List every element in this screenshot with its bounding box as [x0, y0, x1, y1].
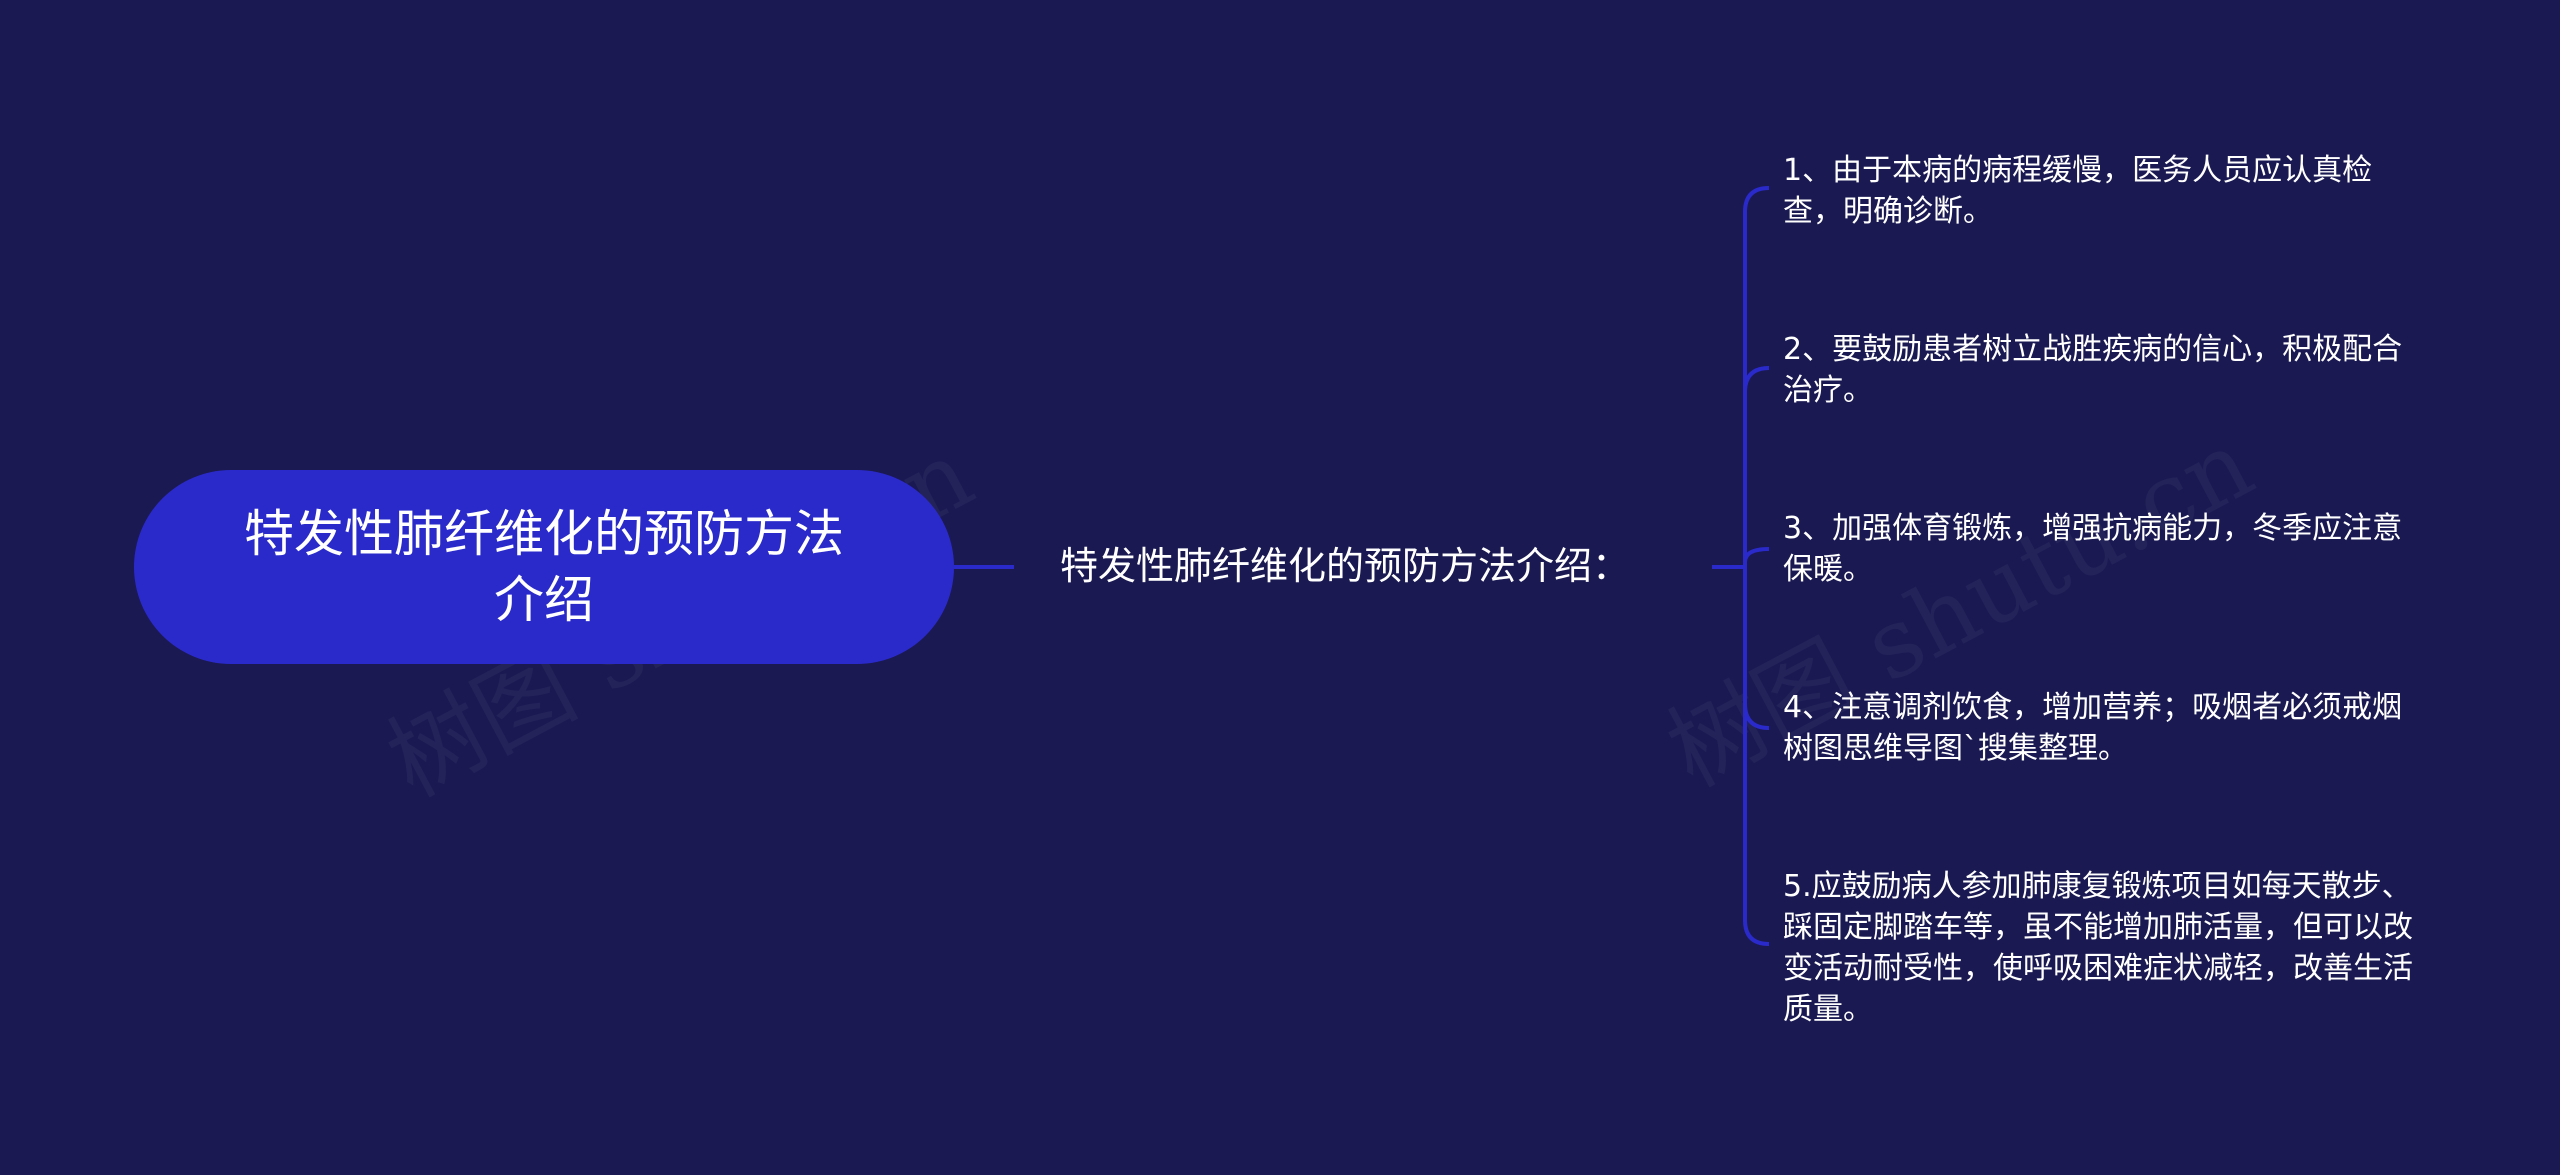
leaf-connector-1	[1743, 186, 1770, 567]
leaf-connector-2	[1743, 366, 1770, 567]
leaf-topic-node[interactable]: 1、由于本病的病程缓慢，医务人员应认真检查，明确诊断。	[1783, 153, 2373, 229]
root-topic-node[interactable]: 特发性肺纤维化的预防方法介绍	[134, 470, 954, 664]
leaf-topic-node[interactable]: 5.应鼓励病人参加肺康复锻炼项目如每天散步、踩固定脚踏车等，虽不能增加肺活量，但…	[1783, 869, 2413, 1027]
leaf-connector-5	[1743, 567, 1770, 946]
leaf-topic-node[interactable]: 3、加强体育锻炼，增强抗病能力，冬季应注意保暖。	[1783, 511, 2403, 587]
leaf-topic-node[interactable]: 4、注意调剂饮食，增加营养；吸烟者必须戒烟树图思维导图`搜集整理。	[1783, 690, 2403, 766]
root-topic-label: 特发性肺纤维化的预防方法介绍	[244, 505, 844, 629]
leaf-topic-node[interactable]: 2、要鼓励患者树立战胜疾病的信心，积极配合治疗。	[1783, 332, 2403, 408]
leaf-connector-3	[1743, 547, 1770, 567]
branch-topic-node[interactable]: 特发性肺纤维化的预防方法介绍：	[1060, 544, 1631, 588]
leaf-connector-4	[1743, 567, 1770, 730]
